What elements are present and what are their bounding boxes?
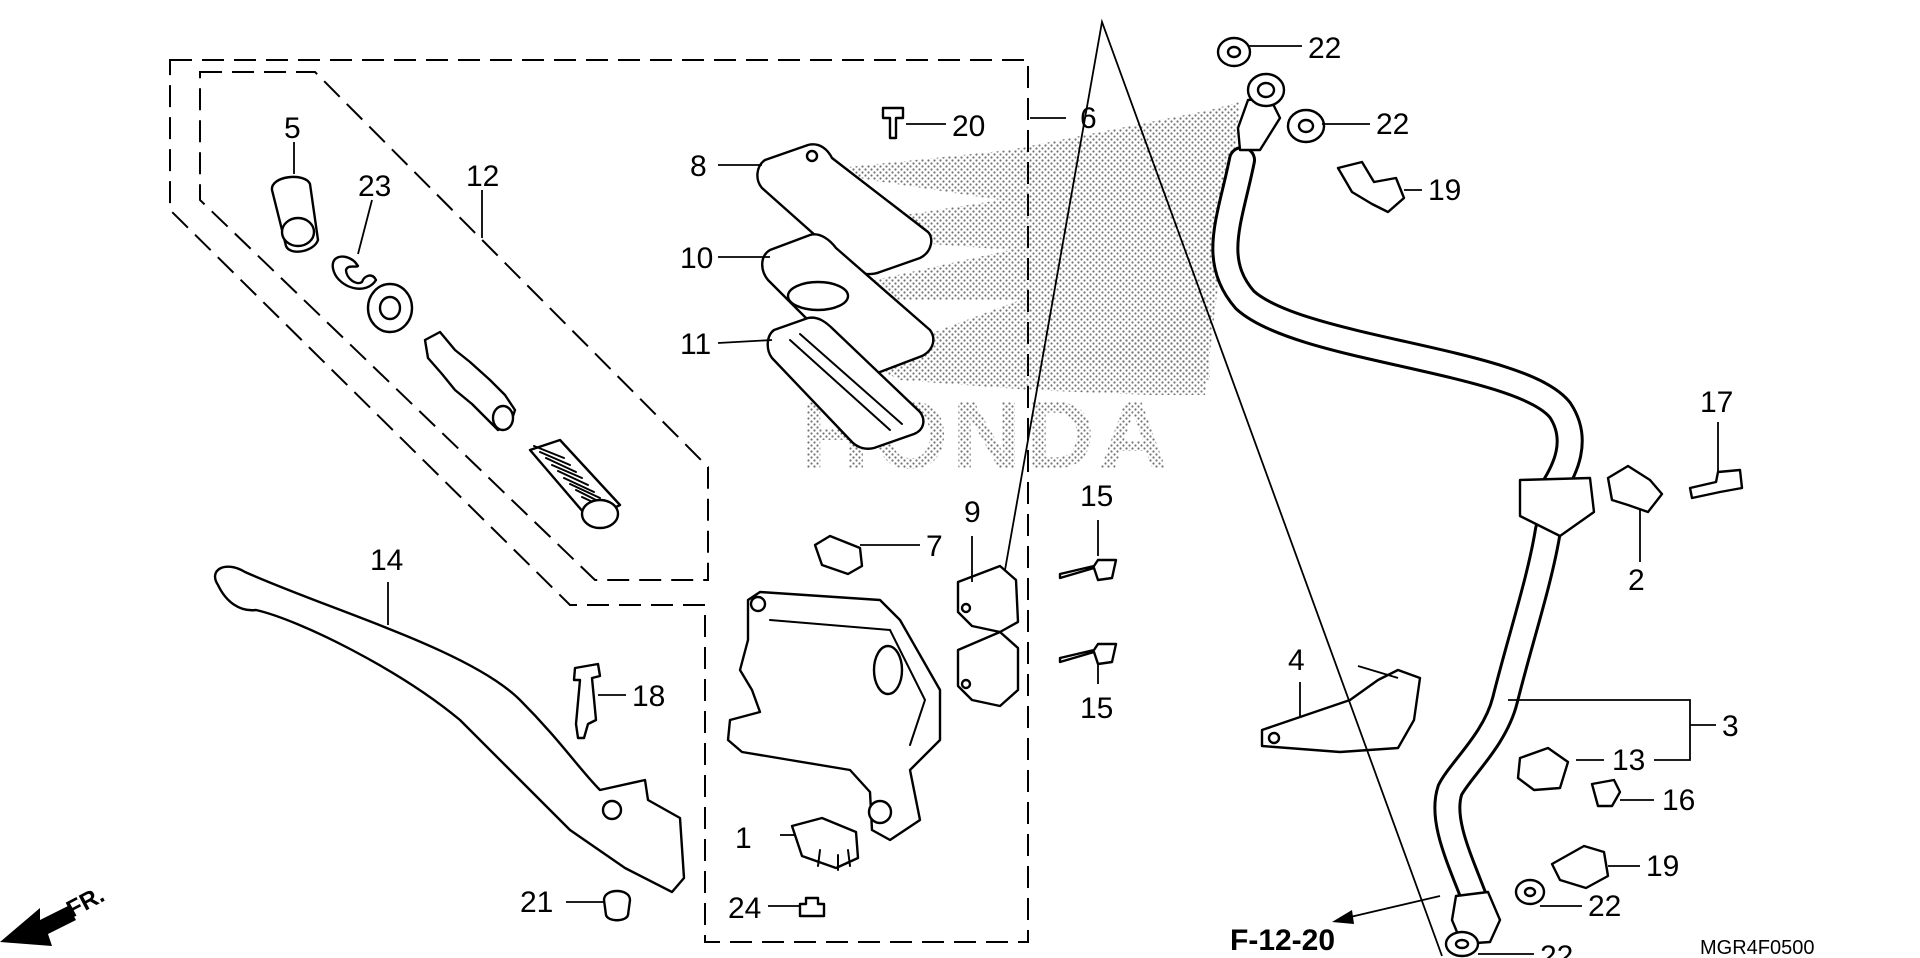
reference-arrow-icon bbox=[1332, 895, 1441, 924]
holder-bolt-lower bbox=[1058, 642, 1118, 666]
reservoir-plate bbox=[813, 534, 864, 576]
boundary-6 bbox=[169, 59, 1029, 943]
holder-hole-lower bbox=[960, 678, 972, 690]
callout-11: 11 bbox=[680, 328, 711, 361]
callout-22d: 22 bbox=[1540, 940, 1573, 958]
leader-lines bbox=[293, 18, 1719, 957]
hose-clip bbox=[1516, 746, 1570, 792]
plate-opening bbox=[786, 280, 850, 312]
callout-10: 10 bbox=[680, 242, 713, 275]
callout-16: 16 bbox=[1662, 784, 1695, 817]
callout-24: 24 bbox=[728, 892, 761, 925]
callout-1: 1 bbox=[735, 822, 752, 855]
switch-screw bbox=[798, 896, 826, 918]
hose-banjo-upper-hole bbox=[1256, 81, 1276, 99]
hose-joint bbox=[1518, 476, 1596, 538]
callout-15b: 15 bbox=[1080, 692, 1113, 725]
clamp-bolt bbox=[1688, 468, 1744, 500]
diagram-code: MGR4F0500 bbox=[1700, 937, 1815, 958]
callout-6: 6 bbox=[1080, 102, 1097, 135]
brake-lever bbox=[213, 565, 686, 894]
stay-hole bbox=[1267, 731, 1281, 745]
wing-watermark bbox=[810, 102, 1240, 395]
callout-14: 14 bbox=[370, 544, 403, 577]
piston-tip bbox=[491, 404, 515, 432]
clip-bolt bbox=[1590, 778, 1622, 808]
front-direction-arrow-icon bbox=[0, 906, 76, 946]
body-pivot-boss bbox=[867, 799, 893, 825]
spring bbox=[528, 438, 622, 530]
diaphragm-ribs bbox=[789, 333, 903, 431]
diaphragm bbox=[766, 316, 925, 450]
holder-bolt-upper bbox=[1058, 558, 1118, 582]
circlip bbox=[331, 255, 378, 290]
hose-stay bbox=[1260, 668, 1422, 754]
cap-screw-hole bbox=[805, 149, 819, 163]
callout-4: 4 bbox=[1288, 644, 1305, 677]
callout-12: 12 bbox=[466, 160, 499, 193]
callout-15a: 15 bbox=[1080, 480, 1113, 513]
body-reservoir-rim bbox=[769, 619, 927, 746]
banjo-bolt-upper bbox=[1336, 160, 1406, 214]
callout-17: 17 bbox=[1700, 386, 1733, 419]
master-cylinder-body bbox=[726, 590, 942, 842]
body-mount-hole bbox=[749, 595, 767, 613]
callout-22c: 22 bbox=[1588, 890, 1621, 923]
callout-22a: 22 bbox=[1308, 32, 1341, 65]
callout-2: 2 bbox=[1628, 564, 1645, 597]
callout-labels: 1 2 3 4 5 6 7 8 9 10 11 12 13 14 15 15 1… bbox=[284, 32, 1739, 958]
washer-hole bbox=[378, 295, 402, 321]
holder-lower bbox=[956, 630, 1020, 708]
body-bore bbox=[872, 644, 904, 696]
callout-20: 20 bbox=[952, 110, 985, 143]
switch-terminals bbox=[817, 849, 851, 871]
cap-screw bbox=[881, 106, 905, 140]
pivot-bolt bbox=[572, 662, 602, 740]
rubber-cap bbox=[602, 889, 632, 922]
lever-pivot-hole bbox=[601, 799, 623, 821]
boot-opening bbox=[280, 216, 316, 248]
hose-clamp bbox=[1606, 464, 1664, 514]
callout-13: 13 bbox=[1612, 744, 1645, 777]
brake-hose-fill bbox=[1214, 149, 1581, 501]
brake-hose-lower-fill bbox=[1436, 519, 1559, 911]
reservoir-cap bbox=[756, 143, 933, 276]
callout-8: 8 bbox=[690, 150, 707, 183]
boundary-12 bbox=[199, 71, 709, 581]
callout-18: 18 bbox=[632, 680, 665, 713]
callout-19b: 19 bbox=[1646, 850, 1679, 883]
callout-5: 5 bbox=[284, 112, 301, 145]
banjo-bolt-lower bbox=[1550, 844, 1610, 890]
callout-3: 3 bbox=[1722, 710, 1739, 743]
master-cylinder-holder bbox=[956, 564, 1020, 634]
diaphragm-plate bbox=[761, 233, 935, 376]
brake-light-switch bbox=[790, 816, 860, 870]
sealing-washers bbox=[1216, 36, 1546, 958]
callout-7: 7 bbox=[926, 530, 943, 563]
callout-22b: 22 bbox=[1376, 108, 1409, 141]
callout-23: 23 bbox=[358, 170, 391, 203]
callout-19a: 19 bbox=[1428, 174, 1461, 207]
holder-hole-upper bbox=[960, 602, 972, 614]
callout-21: 21 bbox=[520, 886, 553, 919]
callout-9: 9 bbox=[964, 496, 981, 529]
reference-label: F-12-20 bbox=[1230, 924, 1335, 957]
